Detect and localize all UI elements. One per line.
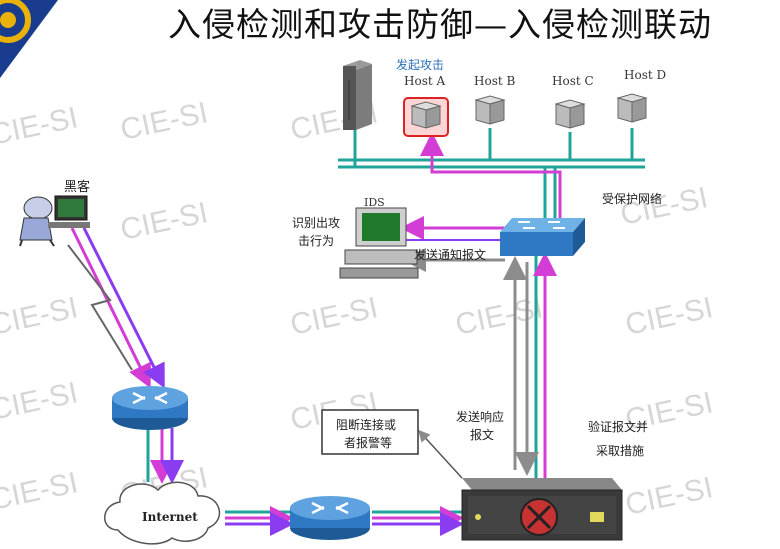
block-action-box xyxy=(321,409,419,455)
hacker-icon xyxy=(19,195,90,247)
ids-label: IDS xyxy=(364,196,385,209)
firewall-icon xyxy=(461,478,623,541)
host-icon xyxy=(403,97,449,137)
host-b-label: Host B xyxy=(474,74,516,88)
internet-firewall-link xyxy=(225,506,464,536)
host-icon xyxy=(616,93,648,123)
verify-label-2: 采取措施 xyxy=(596,444,645,458)
block-action-label-1: 阻断连接或 xyxy=(336,418,397,432)
protected-network-bus xyxy=(338,128,645,222)
host-icon xyxy=(554,99,586,129)
switch-hosta-attack xyxy=(420,132,562,222)
router-icon xyxy=(112,386,188,430)
send-response-label-1: 发送响应 xyxy=(456,410,505,424)
host-a-label: Host A xyxy=(404,74,446,88)
send-notify-label: 发送通知报文 xyxy=(414,248,487,262)
switch-icon xyxy=(500,218,585,256)
host-icon xyxy=(474,95,506,125)
verify-label-1: 验证报文并 xyxy=(588,420,649,434)
router-icon xyxy=(290,496,370,540)
block-callout-pointer xyxy=(417,429,463,479)
hacker-attack-path xyxy=(67,227,165,389)
page-title: 入侵检测和攻击防御—入侵检测联动 xyxy=(168,5,712,44)
hacker-label: 黑客 xyxy=(64,180,91,195)
identify-attack-label-1: 识别出攻 xyxy=(292,216,341,230)
cloud-icon xyxy=(104,481,221,545)
internet-label: Internet xyxy=(142,510,198,524)
logo-icon xyxy=(0,0,58,78)
host-c-label: Host C xyxy=(552,74,594,88)
protected-network-label: 受保护网络 xyxy=(602,192,663,206)
ids-computer-icon xyxy=(339,207,419,279)
server-icon xyxy=(343,60,372,130)
send-response-label-2: 报文 xyxy=(470,428,495,442)
attack-origin-label: 发起攻击 xyxy=(396,58,445,72)
host-d-label: Host D xyxy=(624,68,667,82)
router-internet-link xyxy=(146,428,184,484)
identify-attack-label-2: 击行为 xyxy=(298,234,335,248)
block-action-label-2: 者报警等 xyxy=(344,436,393,450)
